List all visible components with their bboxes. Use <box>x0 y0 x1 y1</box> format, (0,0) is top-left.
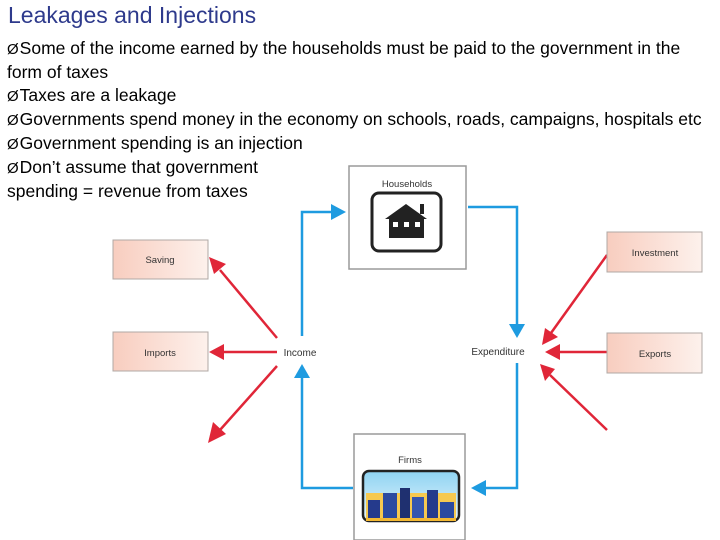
exports-box: Exports <box>606 332 703 374</box>
arrowhead-inject-government <box>540 364 555 381</box>
arrow-bullet-icon: Ø <box>7 160 19 177</box>
saving-label: Saving <box>145 255 174 266</box>
flow-expenditure-to-firms <box>484 363 519 490</box>
flow-firms-to-income <box>300 376 353 490</box>
bullet-item: ØGovernment spending is an injection <box>7 132 719 156</box>
saving-box: Saving <box>112 239 209 280</box>
bullet-text: Some of the income earned by the househo… <box>7 38 681 82</box>
arrowhead-expenditure <box>509 324 525 338</box>
arrowhead-inject-exports <box>545 344 560 360</box>
flow-households-to-expenditure <box>468 205 519 326</box>
arrow-bullet-icon: Ø <box>7 88 19 105</box>
bullet-text: Don’t assume that government spending = … <box>7 157 258 201</box>
inject-arrow-government <box>549 374 608 431</box>
injection-arrows <box>540 254 609 431</box>
leak-arrow-taxes <box>219 365 278 431</box>
city-skyline-icon <box>361 469 461 523</box>
leak-arrow-saving <box>219 269 278 339</box>
households-label: Households <box>382 179 432 190</box>
bullet-text: Governments spend money in the economy o… <box>19 109 702 129</box>
bullet-item: ØSome of the income earned by the househ… <box>7 37 719 84</box>
flow-income-to-households <box>300 210 333 336</box>
expenditure-label: Expenditure <box>471 347 525 358</box>
slide-title: Leakages and Injections <box>8 2 257 28</box>
inject-arrow-investment <box>549 254 609 334</box>
bullet-item: ØTaxes are a leakage <box>7 84 719 108</box>
income-label: Income <box>284 348 317 359</box>
arrowhead-inject-investment <box>542 328 558 345</box>
arrow-bullet-icon: Ø <box>7 41 19 58</box>
bullet-list: ØSome of the income earned by the househ… <box>7 37 719 203</box>
households-box: Households <box>348 165 467 270</box>
bullet-item: ØGovernments spend money in the economy … <box>7 108 719 132</box>
firms-box: Firms <box>353 433 466 540</box>
arrowhead-leak-taxes <box>208 422 226 443</box>
investment-box: Investment <box>606 231 703 273</box>
circular-flow-arrows <box>294 204 525 496</box>
firms-label: Firms <box>398 455 422 466</box>
imports-box: Imports <box>112 331 209 372</box>
imports-label: Imports <box>144 348 176 359</box>
arrowhead-leak-imports <box>209 344 224 360</box>
exports-label: Exports <box>639 349 671 360</box>
bullet-item: ØDon’t assume that government spending =… <box>7 156 307 203</box>
investment-label: Investment <box>632 248 679 259</box>
leakage-arrows <box>208 257 278 443</box>
house-icon <box>370 191 443 253</box>
bullet-text: Government spending is an injection <box>19 133 303 153</box>
arrowhead-leak-saving <box>209 257 226 274</box>
arrowhead-income <box>294 364 310 378</box>
bullet-text: Taxes are a leakage <box>19 85 177 105</box>
arrowhead-households <box>331 204 346 220</box>
arrow-bullet-icon: Ø <box>7 112 19 129</box>
arrowhead-firms <box>471 480 486 496</box>
arrow-bullet-icon: Ø <box>7 136 19 153</box>
